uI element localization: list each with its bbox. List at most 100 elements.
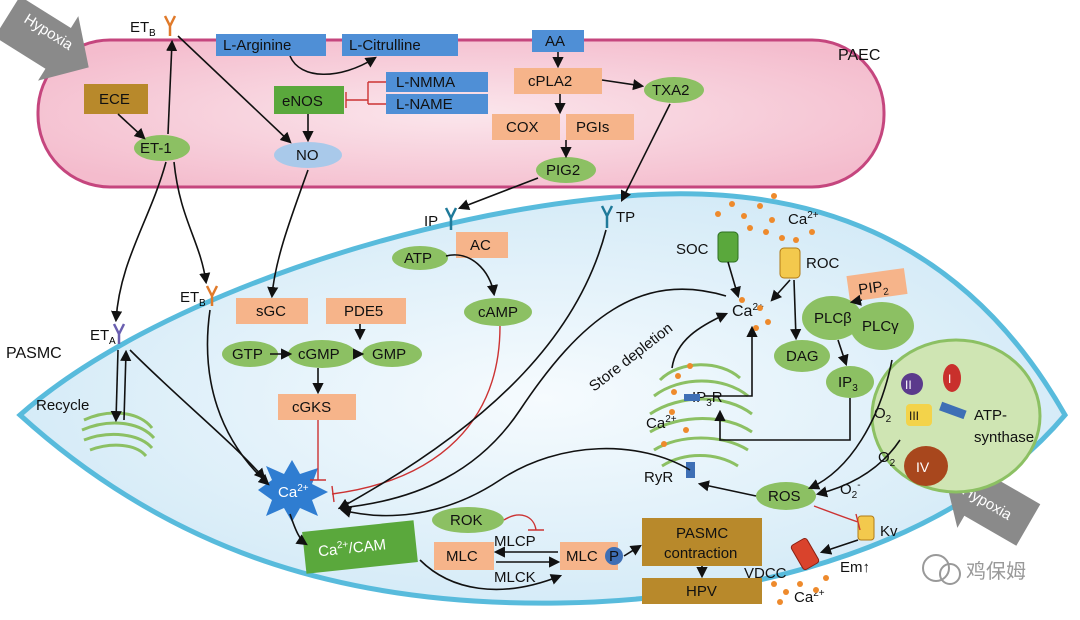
etb-receptor-top: ET B: [130, 15, 177, 39]
atp-synthase-line2: synthase: [974, 429, 1034, 446]
svg-text:A: A: [109, 336, 116, 347]
cgmp-label: cGMP: [298, 346, 340, 363]
camp-node: [464, 298, 532, 326]
pig2-label: PIG2: [546, 162, 580, 179]
ca-cam-box: [302, 520, 418, 574]
plcb-node: [802, 296, 862, 340]
arrow-mito-ros: [815, 439, 901, 498]
arrow-ros-plcy: [807, 359, 893, 490]
phosphate-label: P: [609, 548, 619, 565]
pgis-label: PGIs: [576, 119, 609, 136]
ece-label: ECE: [99, 91, 130, 108]
gtp-node: [222, 341, 278, 367]
cox-box: [492, 114, 560, 140]
ros-label: ROS: [768, 488, 801, 505]
aa-box: [532, 30, 584, 52]
svg-text:TP: TP: [616, 209, 635, 226]
calcium-burst: [258, 460, 328, 522]
arrow-ros-ryr: [697, 480, 757, 497]
enos-box: [274, 86, 344, 114]
cgks-box: [278, 394, 356, 420]
hpv-label: HPV: [686, 583, 717, 600]
arrow-pip2-plc: [849, 294, 863, 306]
arrow-store-depletion: [671, 312, 729, 369]
arrow-cpla2-txa2: [601, 79, 645, 91]
arrow-roc-dag: [790, 279, 802, 341]
ca-sr-label: Ca2+: [646, 414, 677, 432]
etb-receptor-mid: ET B: [180, 285, 219, 309]
txa2-label: TXA2: [652, 82, 690, 99]
soc-label: SOC: [676, 241, 709, 258]
arrow-et1-eta: [111, 161, 167, 323]
ece-box: [84, 84, 148, 114]
arrow-soc-ca: [727, 261, 741, 299]
paec-label: PAEC: [838, 47, 880, 64]
o2-minus-label: O2-: [840, 480, 861, 501]
no-node: [274, 142, 342, 168]
arrow-roc-ca: [770, 279, 791, 302]
arrow-cam-mlck: [419, 559, 563, 591]
eta-receptor: ET A: [90, 323, 126, 347]
soc-channel: [717, 231, 739, 263]
no-label: NO: [296, 147, 319, 164]
arrow-calcium-cam: [289, 513, 308, 546]
vdcc-channel: [790, 537, 820, 571]
camp-label: cAMP: [478, 304, 518, 321]
inhibit-camp-calcium: [331, 325, 501, 503]
pasmc-contraction-line1: PASMC: [676, 525, 728, 542]
plcy-node: [850, 302, 914, 350]
arrow-ip3r-ca: [704, 325, 758, 397]
ca-cam-label: Ca2+/CAM: [317, 535, 387, 560]
calcium-dots-top: [715, 193, 815, 243]
et1-label: ET-1: [140, 140, 172, 157]
cgks-label: cGKS: [292, 399, 331, 416]
l-arginine-label: L-Arginine: [223, 37, 291, 54]
inhibit-lnmma-enos: [346, 81, 386, 105]
arrow-eta-recycle-down: [110, 349, 122, 423]
roc-label: ROC: [806, 255, 840, 272]
aa-label: AA: [545, 33, 565, 50]
mlcp-text: MLCP: [494, 533, 536, 550]
l-name-box: [386, 94, 488, 114]
cpla2-label: cPLA2: [528, 73, 572, 90]
calcium-dots-sr: [661, 297, 771, 447]
complex-3-label: III: [909, 409, 919, 423]
hpv-box: [642, 578, 762, 604]
l-arginine-box: [216, 34, 326, 56]
l-nmma-label: L-NMMA: [396, 74, 455, 91]
arrow-tp-calcium: [338, 229, 607, 510]
arrow-etb-no: [177, 35, 292, 144]
pde5-label: PDE5: [344, 303, 383, 320]
ip3-node: [826, 366, 874, 398]
svg-text:B: B: [149, 28, 156, 39]
cgmp-node: [288, 340, 356, 368]
watermark-text: 鸡保姆: [966, 560, 1026, 583]
arrow-ip3-ip3r: [714, 398, 851, 441]
atp-label: ATP: [404, 250, 432, 267]
pasmc-contraction-box: [642, 518, 762, 566]
complex-4-label: IV: [916, 459, 930, 475]
sgc-label: sGC: [256, 303, 286, 320]
kv-label: Kv: [880, 523, 898, 540]
o2-label: O2: [874, 405, 892, 425]
golgi-left: [81, 411, 156, 458]
ca-top-label: Ca2+: [788, 210, 819, 228]
mlc-box: [434, 542, 494, 570]
plcy-label: PLCγ: [862, 318, 899, 335]
pasmc-label: PASMC: [6, 345, 62, 362]
l-citrulline-box: [342, 34, 458, 56]
inhibit-rok-mlcp: [503, 514, 544, 531]
ryr-channel: [686, 462, 695, 478]
arrow-et1-etb: [166, 39, 178, 135]
ip3r-channel: [684, 394, 700, 401]
phosphate-circle: [605, 547, 623, 565]
ryr-label: RyR: [644, 469, 673, 486]
arrow-ece-et1: [117, 113, 146, 140]
rok-label: ROK: [450, 512, 483, 529]
ac-box: [456, 232, 508, 258]
svg-text:B: B: [199, 298, 206, 309]
atp-synthase-line1: ATP-: [974, 407, 1007, 424]
roc-channel: [779, 247, 801, 279]
pde5-box: [326, 298, 406, 324]
